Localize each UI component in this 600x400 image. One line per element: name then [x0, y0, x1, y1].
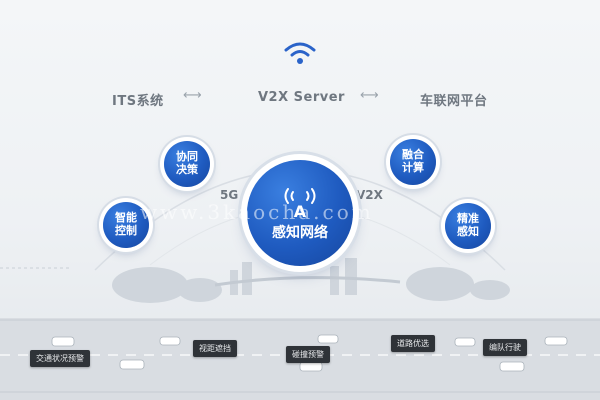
- antenna-icon: [284, 188, 316, 205]
- link-label-v2x: V2X: [356, 188, 383, 202]
- node-line: 感知: [457, 225, 479, 238]
- road-tag-collision-warning: 碰撞预警: [286, 346, 330, 363]
- watermark-text: www.3kaocha.com: [140, 200, 374, 224]
- node-fusion-computing: 融合计算: [390, 139, 436, 185]
- road-tag-route-optimization: 道路优选: [391, 335, 435, 352]
- link-label-5g: 5G: [220, 188, 239, 202]
- header-left-its: ITS系统: [112, 94, 164, 109]
- node-line: 融合: [402, 148, 424, 162]
- center-node-label: 感知网络: [272, 224, 328, 241]
- node-line: 控制: [115, 224, 137, 237]
- node-line: 协同: [176, 150, 198, 164]
- arrow-right-icon: ⟷: [360, 88, 379, 103]
- overpass: [214, 276, 401, 287]
- node-precise-perception: 精准感知: [445, 203, 491, 249]
- road-tag-sight-obstruction: 视距遮挡: [193, 340, 237, 357]
- arrow-left-icon: ⟷: [183, 88, 202, 103]
- vehicles: [51, 334, 568, 372]
- node-collaborative-decision: 协同决策: [164, 141, 210, 187]
- node-line: 决策: [176, 163, 198, 176]
- header-right-platform: 车联网平台: [420, 94, 488, 109]
- road-tag-platooning: 编队行驶: [483, 339, 527, 356]
- node-line: 精准: [457, 212, 479, 226]
- node-perception-network: A 感知网络: [247, 160, 353, 266]
- road-tag-traffic-warning: 交通状况预警: [30, 350, 90, 367]
- signal-icon: [284, 42, 316, 64]
- node-line: 计算: [402, 161, 424, 174]
- antenna-letter: A: [293, 202, 307, 222]
- node-line: 智能: [115, 211, 137, 225]
- node-smart-control: 智能控制: [103, 202, 149, 248]
- header-center-server: V2X Server: [258, 90, 345, 105]
